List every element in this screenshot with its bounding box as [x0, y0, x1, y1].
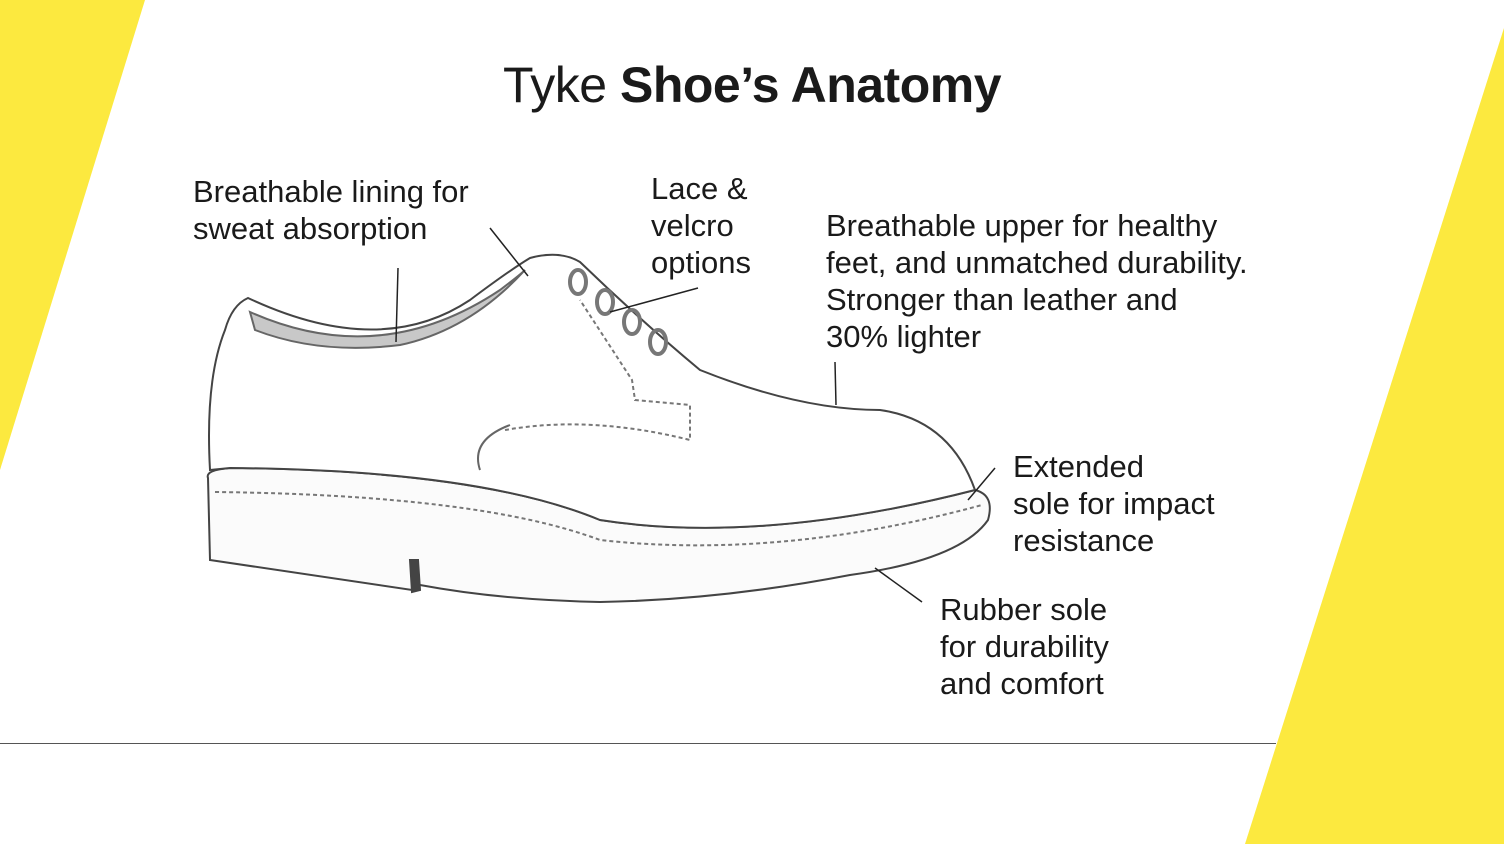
quarter-seam: [477, 424, 511, 471]
lace-loop: [595, 288, 615, 316]
sole-stitching: [214, 491, 983, 547]
title-bold: Shoe’s Anatomy: [619, 57, 1002, 113]
shoe-upper: [208, 253, 977, 529]
title-light: Tyke: [502, 57, 607, 113]
leader-line-lining: [395, 267, 399, 343]
page-title: Tyke Shoe’s Anatomy: [0, 56, 1504, 114]
leader-line-lace: [609, 287, 699, 313]
lace-loop: [568, 268, 588, 296]
leader-line-extended-sole: [967, 467, 996, 501]
callout-extended-sole: Extended sole for impact resistance: [1013, 449, 1215, 558]
yellow-stripe-left: [0, 0, 145, 470]
shoe-heel: [408, 559, 422, 594]
callout-upper: Breathable upper for healthy feet, and u…: [826, 208, 1248, 354]
divider-line: [0, 743, 1276, 744]
leader-line-lining-edge: [489, 227, 529, 277]
callout-lining: Breathable lining for sweat absorption: [193, 174, 469, 246]
lace-loop: [622, 308, 642, 336]
lace-loop: [648, 328, 668, 356]
leader-line-upper: [834, 361, 837, 406]
callout-lines: [395, 227, 996, 603]
yellow-stripe-right: [1245, 28, 1504, 844]
shoe-laces: [568, 268, 668, 356]
leader-line-rubber-sole: [874, 567, 923, 603]
shoe-lining: [248, 269, 526, 349]
callout-lace: Lace & velcro options: [651, 171, 751, 280]
upper-stitching: [504, 299, 691, 442]
callout-rubber-sole: Rubber sole for durability and comfort: [940, 592, 1109, 701]
